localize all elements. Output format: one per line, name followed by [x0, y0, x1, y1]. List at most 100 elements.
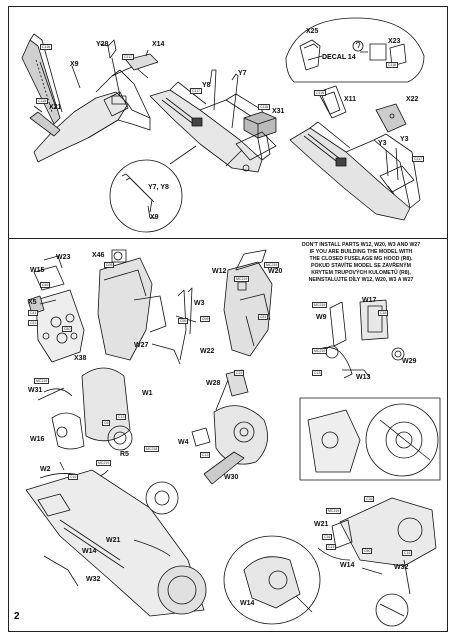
part-label-w21: W21: [106, 537, 121, 544]
part-ref: C15: [326, 544, 337, 551]
part-label-w32-right: W32: [394, 564, 409, 571]
part-label-x31: X31: [272, 108, 285, 115]
part-label-x14: X14: [152, 41, 165, 48]
part-ref: MC219: [312, 302, 328, 309]
part-ref: C41: [28, 310, 39, 317]
part-ref: MC218: [144, 446, 160, 453]
part-label-x23: X23: [388, 38, 401, 45]
part-ref: MC219: [34, 378, 50, 385]
part-ref: C116: [386, 62, 399, 69]
part-label-w4: W4: [178, 439, 189, 446]
part-ref: C50: [362, 548, 373, 555]
part-ref: C116: [258, 104, 271, 111]
part-label-x5: X5: [28, 299, 37, 306]
part-label-w12: W12: [212, 268, 227, 275]
part-ref: C81: [258, 314, 269, 321]
part-label-x21: X21: [49, 104, 62, 111]
part-label-w20: W20: [268, 268, 283, 275]
part-label-r5: R5: [120, 451, 129, 458]
part-ref: C16: [364, 496, 375, 503]
part-ref: C15: [234, 370, 245, 377]
section-divider: [8, 238, 448, 239]
part-label-w14-detail: W14: [240, 600, 255, 607]
seat-frame-assembly: [37, 367, 133, 479]
part-label-w14: W14: [82, 548, 97, 555]
part-label-y7-y8: Y7, Y8: [148, 184, 169, 191]
part-ref: C18: [378, 310, 389, 317]
cockpit-tub-2: [149, 69, 277, 173]
part-ref: MC219: [264, 262, 280, 269]
part-label-w31: W31: [28, 387, 43, 394]
part-ref: C16: [322, 534, 333, 541]
part-label-w27: W27: [134, 342, 149, 349]
gun-assembly-right: [223, 249, 273, 357]
part-label-w17: W17: [362, 297, 377, 304]
part-ref: C115: [36, 98, 49, 105]
part-ref: C117: [412, 156, 425, 163]
part-ref: C115: [314, 90, 327, 97]
part-ref: MC219: [312, 348, 328, 355]
part-ref: C16: [68, 474, 79, 481]
part-label-w16: W16: [30, 436, 45, 443]
part-label-x9: X9: [70, 61, 79, 68]
part-label-w1: W1: [142, 390, 153, 397]
part-label-w23: W23: [56, 254, 71, 261]
part-label-x9-detail: X9: [150, 214, 159, 221]
trim-wheel-group: [317, 299, 405, 379]
part-ref: C95: [104, 262, 115, 269]
notice-line: NEINSTALUJTE DÍLY W12, W20, W3 A W27: [308, 277, 414, 284]
part-label-w21-right: W21: [314, 521, 329, 528]
part-ref: C95: [178, 318, 189, 325]
part-label-x11: X11: [344, 96, 357, 103]
cockpit-tub-3: [289, 85, 421, 221]
part-ref: C117: [190, 88, 203, 95]
part-label-w2: W2: [40, 466, 51, 473]
part-ref: C16: [402, 550, 413, 557]
notice-line: POKUD STAVÍTE MODEL SE ZAVŘENÝM: [311, 263, 411, 270]
instrument-panel-assembly: [27, 255, 85, 363]
part-label-w14-right: W14: [340, 562, 355, 569]
page-frame: [8, 6, 448, 632]
part-label-w9: W9: [316, 314, 327, 321]
part-label-y28: Y28: [96, 41, 109, 48]
part-ref: MC219: [234, 276, 250, 283]
part-label-w3: W3: [194, 300, 205, 307]
part-label-y7: Y7: [238, 70, 247, 77]
part-label-x38: X38: [74, 355, 87, 362]
part-label-y3-b: Y3: [400, 136, 409, 143]
part-ref: C13: [116, 414, 127, 421]
part-ref: C80: [62, 326, 73, 333]
part-ref: MC219: [96, 460, 112, 467]
part-label-x25: X25: [306, 28, 319, 35]
assembly-notice: DON'T INSTALL PARTS W12, W20, W3 AND W27…: [286, 242, 436, 284]
notice-line: IF YOU ARE BUILDING THE MODEL WITH: [309, 249, 413, 256]
part-label-w30: W30: [224, 474, 239, 481]
part-label-w15: W15: [30, 267, 45, 274]
page-number: 2: [14, 611, 20, 622]
part-label-x46: X46: [92, 252, 105, 259]
notice-line: THE CLOSED FUSELAGE MG HOOD (R8).: [309, 256, 413, 263]
decal-label: DECAL 14: [322, 54, 356, 61]
part-ref: C13: [312, 370, 323, 377]
detail-box-right: [299, 397, 441, 481]
part-label-w13: W13: [356, 374, 371, 381]
part-ref: C116: [40, 44, 53, 51]
part-ref: C46: [40, 282, 51, 289]
cockpit-tub-1: [21, 33, 159, 163]
part-label-w22: W22: [200, 348, 215, 355]
fuselage-assembly-right: [317, 497, 437, 627]
detail-circle-bottom: [223, 535, 321, 625]
part-label-w29: W29: [402, 358, 417, 365]
part-ref: C117: [122, 54, 135, 61]
fuselage-assembly-left: [25, 469, 207, 617]
part-ref: MC219: [326, 508, 342, 515]
notice-line: KRYTEM TRUPOVÝCH KULOMETŮ (R8),: [311, 270, 411, 277]
part-ref: C6: [102, 420, 111, 427]
part-label-x22: X22: [406, 96, 419, 103]
detail-circle-top-left: [109, 145, 197, 233]
gun-assembly-center: [97, 249, 197, 365]
part-label-y3-a: Y3: [378, 140, 387, 147]
part-ref: C95: [200, 316, 211, 323]
